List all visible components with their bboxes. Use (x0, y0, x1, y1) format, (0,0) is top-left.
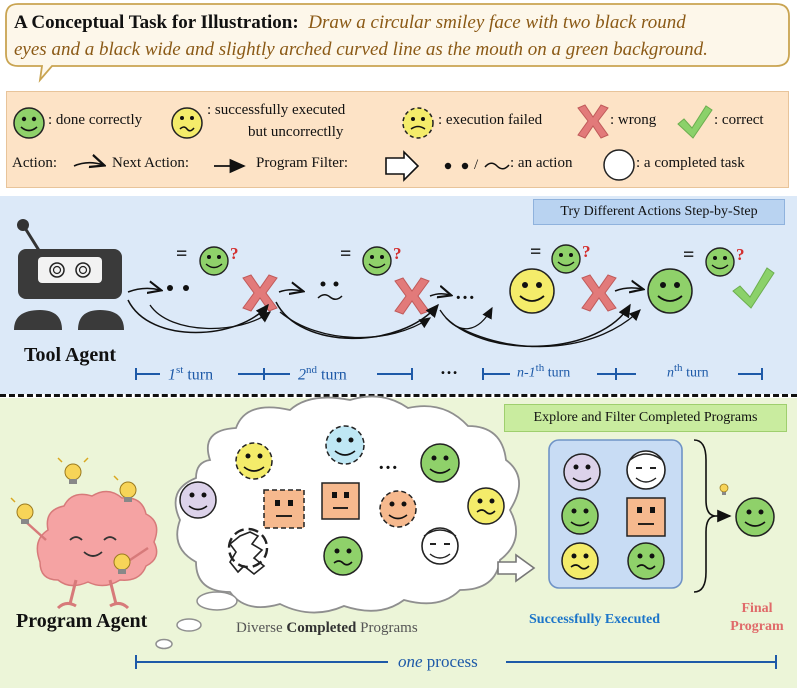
legend-filter-label: Program Filter: (256, 155, 349, 171)
legend-action-arrow (73, 163, 103, 166)
success-face-yellow-wavy (561, 542, 599, 580)
legend-wrong-icon (577, 104, 609, 139)
program-filter-arrow (497, 553, 536, 583)
legend-action-label: Action: (12, 155, 57, 171)
success-caption: Successfully Executed (529, 612, 661, 627)
success-face-sketch (626, 450, 666, 490)
eq-sign-4: = (683, 244, 695, 266)
process-caption: one process (398, 652, 478, 671)
target-face-1 (199, 246, 229, 276)
tool-agent-label: Tool Agent (24, 344, 117, 366)
final-lightbulb-icon (719, 483, 729, 495)
legend-failed-label: : execution failed (438, 112, 543, 128)
question-mark-1: ? (230, 244, 239, 263)
turn-label-n: nth turn (667, 362, 709, 381)
lightbulb-icon-4 (113, 553, 131, 574)
target-face-4 (705, 247, 735, 277)
process-timeline (135, 655, 777, 669)
task-instruction-2: eyes and a black wide and slightly arche… (14, 39, 708, 60)
final-program-face (735, 497, 775, 537)
legend-correct-icon (677, 105, 713, 139)
cloud-face-broken-outline (227, 527, 269, 576)
wrong-cross-3 (581, 274, 617, 312)
cloud-face-lavender (179, 481, 217, 519)
success-face-green-wavy (627, 542, 665, 580)
lightbulb-icon (57, 457, 89, 484)
target-face-3 (551, 244, 581, 274)
legend-done-icon (13, 107, 45, 139)
success-face-green (561, 497, 599, 535)
task-title: A Conceptual Task for Illustration (14, 12, 293, 33)
question-mark-3: ? (582, 242, 591, 261)
task-bubble (5, 3, 790, 83)
green-face-final-step (647, 268, 693, 314)
legend-filter-arrow (385, 150, 420, 182)
legend-uncorrect-icon (171, 107, 203, 139)
legend-completed-circle (603, 149, 635, 181)
cloud-face-cyan-dashed (325, 425, 365, 465)
cloud-face-yellow-wavy (467, 487, 505, 525)
lightbulb-icon-3 (10, 497, 34, 524)
cloud-face-sketch (421, 527, 459, 565)
wrong-cross-2 (394, 277, 430, 315)
turn-label-2: 2nd turn (298, 364, 347, 384)
eq-sign-2: = (340, 243, 352, 265)
lightbulb-icon-2 (113, 475, 137, 502)
program-agent-tag: Explore and Filter Completed Programs (504, 404, 787, 432)
success-face-orange-square (626, 497, 666, 537)
task-description: A Conceptual Task for Illustration: Draw… (14, 12, 708, 60)
wrong-cross-1 (242, 274, 278, 312)
cloud-face-orange-square-dashed (263, 489, 305, 529)
question-mark-2: ? (393, 244, 402, 263)
cloud-ellipsis: … (378, 452, 398, 474)
tool-agent-tag: Try Different Actions Step-by-Step (533, 199, 785, 225)
cloud-face-green (420, 443, 460, 483)
cloud-face-yellow-dashed (235, 442, 273, 480)
cloud-face-orange-square (321, 482, 360, 520)
legend-done-label: : done correctly (48, 112, 143, 128)
cloud-caption: Diverse Completed Programs (236, 620, 418, 636)
turn-timeline (135, 368, 763, 380)
step-ellipsis: … (455, 282, 475, 304)
eq-sign-3: = (530, 241, 542, 263)
legend-next-action-label: Next Action: (112, 155, 190, 171)
turn-label-1: 1st turn (168, 364, 214, 384)
yellow-face-step (509, 268, 555, 314)
legend-failed-icon (402, 107, 434, 139)
selection-brace (693, 439, 717, 593)
legend-wrong-label: : wrong (610, 112, 657, 128)
legend-tilde (484, 162, 510, 170)
turn-ellipsis: … (440, 358, 458, 378)
cloud-face-green-wavy (323, 536, 363, 576)
turn-label-n-1: n-1th turn (517, 362, 571, 381)
legend-an-action-label: : an action (510, 155, 573, 171)
brain-icon (25, 490, 158, 610)
correct-check (732, 267, 775, 309)
task-instruction-1: Draw a circular smiley face with two bla… (308, 12, 686, 33)
cloud-face-orange-circle-dashed (379, 490, 417, 528)
legend-completed-label: : a completed task (636, 155, 745, 171)
legend-slash: / (474, 157, 479, 173)
legend-uncorrect-label-2: but uncorrectlly (248, 124, 344, 140)
robot-icon (14, 219, 124, 330)
program-agent-label: Program Agent (16, 610, 148, 632)
legend-uncorrect-label-1: : successfully executed (207, 102, 346, 118)
target-face-2 (362, 246, 392, 276)
legend-correct-label: : correct (714, 112, 764, 128)
question-mark-4: ? (736, 245, 745, 264)
success-face-lavender (563, 453, 601, 491)
section-divider (0, 394, 797, 397)
eq-sign-1: = (176, 243, 188, 265)
